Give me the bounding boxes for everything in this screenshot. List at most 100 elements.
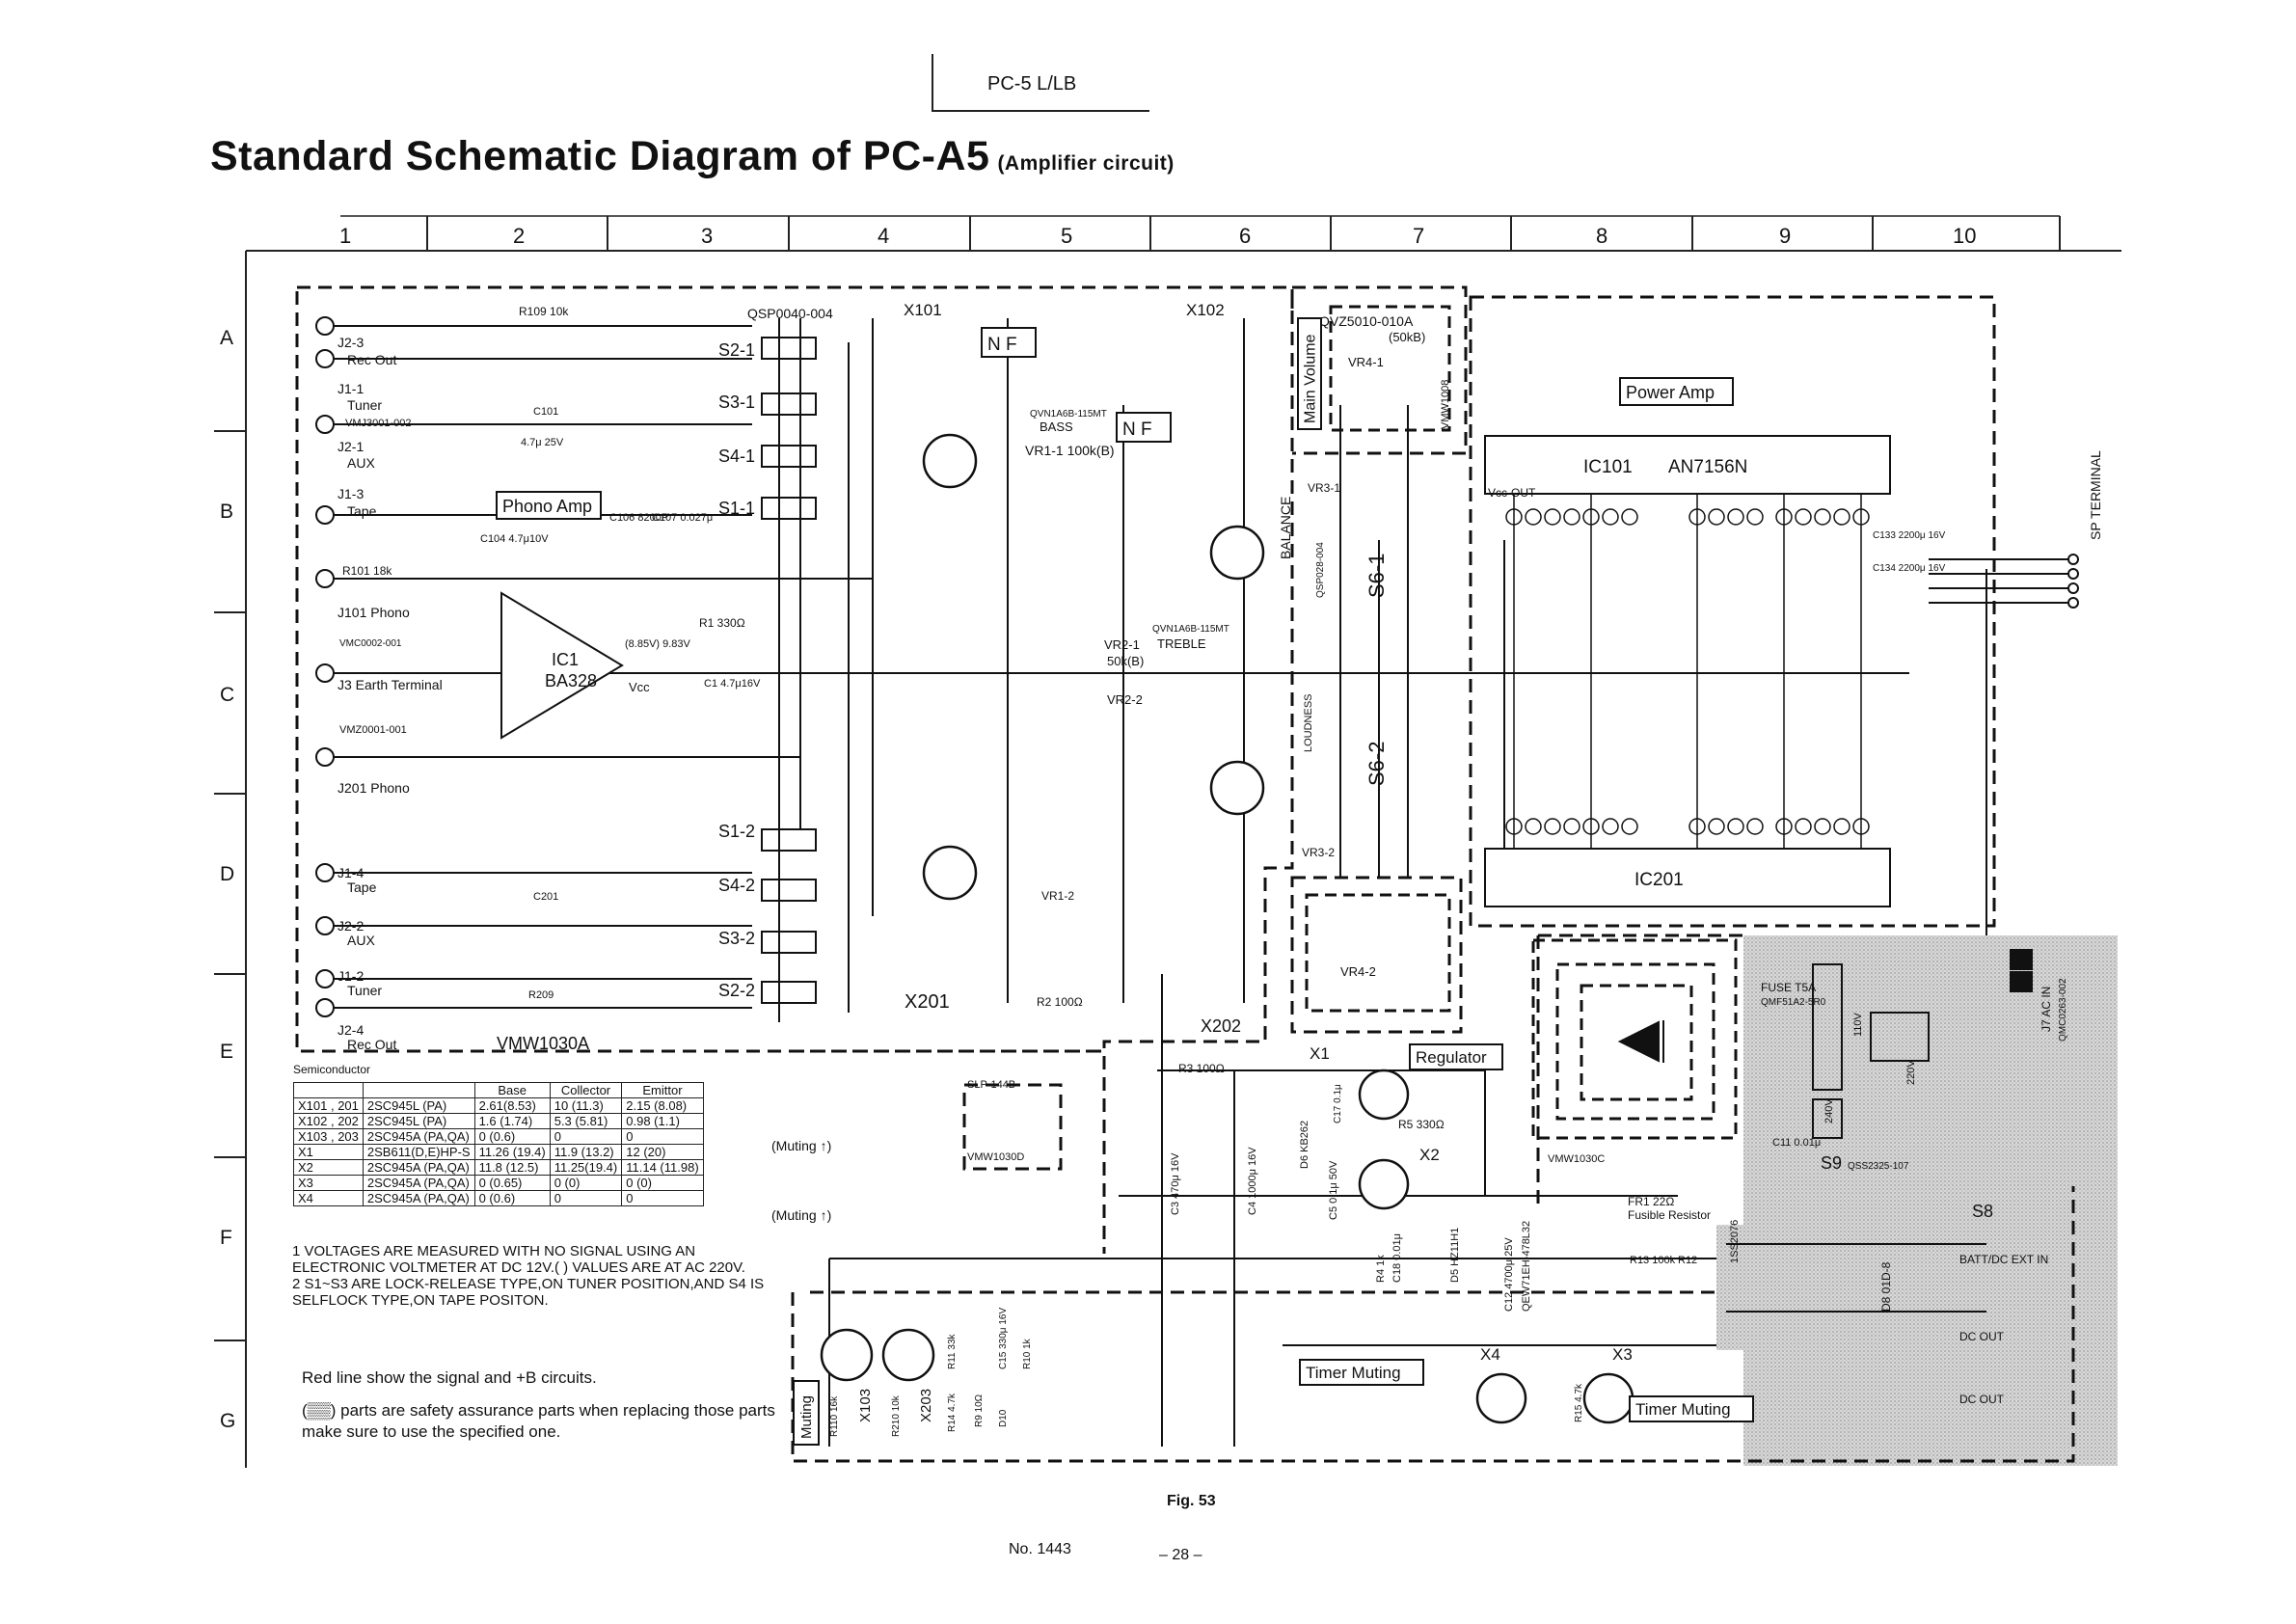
block-nf2: N F [1116,412,1172,443]
grid-column-label: 9 [1779,224,1791,248]
table-cell: 0 [549,1128,623,1145]
label-bass-part: QVN1A6B-115MT [1030,409,1107,420]
label-j2-3: J2-3 [338,335,364,350]
input-jacks [315,316,335,1017]
label-vcc-ic1: Vcc [629,680,650,694]
table-cell: 1.6 (1.74) [473,1113,551,1129]
label-fuse: FUSE T5A [1761,981,1816,994]
label-j2-3-name: Rec Out [347,352,396,367]
label-fuse-part: QMF51A2-5R0 [1761,997,1826,1008]
label-bass: BASS [1040,420,1073,434]
label-c133: C133 2200μ 16V [1873,530,1946,541]
label-j3-part: VMZ0001-001 [339,724,407,736]
label-j101-part: VMC0002-001 [339,638,402,649]
label-c201: C201 [533,891,558,903]
label-volt2: 220V [1905,1060,1917,1085]
block-text: Regulator [1416,1048,1487,1067]
label-dc-out1: DC OUT [1959,1330,2005,1343]
grid-column-label: 6 [1239,224,1251,248]
table-cell: X102 , 202 [293,1113,364,1129]
label-dc-out2: DC OUT [1959,1393,2005,1406]
table-caption: Semiconductor [293,1063,371,1076]
label-j1-3-name: Tape [347,503,377,519]
table-cell: 11.26 (19.4) [473,1144,551,1160]
label-vcc: Vcc [1488,486,1507,500]
label-j1-2: J1-2 [338,968,364,984]
label-c101-val: 4.7μ 25V [521,437,564,448]
block-frame [1116,412,1172,443]
label-r101: R101 18k [342,564,392,578]
label-r12: R12 [1678,1255,1697,1266]
block-timer-muting2: Timer Muting [1629,1395,1754,1422]
block-regulator: Regulator [1409,1043,1503,1070]
table-cell: 0 (0.6) [473,1190,551,1206]
label-qew: QEW71EH-478L32 [1521,1221,1532,1312]
table-cell: X1 [293,1144,364,1160]
table-cell: 2SC945A (PA,QA) [362,1159,475,1176]
block-text: N F [1122,420,1152,440]
label-s1-1: S1-1 [718,499,755,518]
bridge-diode-symbol [1617,1020,1664,1063]
label-c4: C4 1000μ 16V [1247,1147,1258,1215]
grid-row-label: A [220,327,233,349]
table-cell: 10 (11.3) [549,1097,623,1114]
table-cell: 2.61(8.53) [473,1097,551,1114]
block-text: Power Amp [1626,383,1715,402]
block-text: N F [987,335,1017,355]
label-j1-1-part: VMJ3001-002 [345,418,412,429]
grid-column-label: 8 [1596,224,1607,248]
label-x4: X4 [1480,1345,1500,1364]
label-d8: D8 01D-8 [1879,1261,1893,1312]
label-j101: J101 Phono [338,605,410,620]
label-vr2-2: VR2-2 [1107,692,1143,707]
label-r109: R109 10k [519,305,569,318]
label-ic1: IC1 [552,650,579,669]
label-x201: X201 [905,991,950,1013]
table-header: Collector [549,1082,623,1098]
label-sp-terminal: SP TERMINAL [2088,450,2103,540]
label-slp144b: SLP-144B [967,1079,1015,1091]
table-cell: X101 , 201 [293,1097,364,1114]
ic101-pin-wires [1513,494,1862,849]
label-vr3-2: VR3-2 [1302,846,1335,859]
table-cell: 2SC945A (PA,QA) [362,1128,475,1145]
label-x2: X2 [1419,1146,1440,1164]
label-ic201: IC201 [1634,870,1684,890]
transistor-symbols [820,433,1634,1424]
block-frame [1619,377,1734,406]
label-c17: C17 0.1μ [1333,1084,1343,1123]
label-r14: R14 4.7k [947,1393,958,1432]
figure-number: Fig. 53 [1167,1493,1216,1509]
label-vr4-2: VR4-2 [1340,964,1376,979]
grid-row-label: G [220,1410,235,1432]
label-balance: BALANCE [1278,497,1293,559]
title-sub: (Amplifier circuit) [997,152,1175,175]
block-text: Timer Muting [1635,1400,1731,1419]
label-ic1-v: (8.85V) 9.83V [625,638,691,650]
label-j2-1: J2-1 [338,439,364,454]
label-volt1: 240V [1823,1098,1835,1123]
label-x3: X3 [1612,1345,1633,1364]
label-x202: X202 [1201,1016,1241,1036]
label-j2-2: J2-2 [338,918,364,934]
note-2: 2 S1~S3 ARE LOCK-RELEASE TYPE,ON TUNER P… [292,1276,765,1309]
ic1-op-amp-symbol [500,591,624,740]
label-vmw1030c: VMW1030C [1548,1153,1605,1165]
label-ba328: BA328 [545,671,597,690]
table-cell: 2SC945L (PA) [362,1097,475,1114]
label-c107: C107 0.027μ [652,512,713,524]
label-r13: R13 100k [1630,1255,1676,1266]
label-d10: D10 [998,1409,1009,1427]
label-r110: R110 16k [829,1395,840,1437]
table-cell: 11.25(19.4) [549,1159,623,1176]
block-power-amp: Power Amp [1619,377,1734,406]
label-r1: R1 330Ω [699,616,745,630]
label-c1: C1 4.7μ16V [704,678,761,690]
block-muting: Muting [793,1380,820,1446]
